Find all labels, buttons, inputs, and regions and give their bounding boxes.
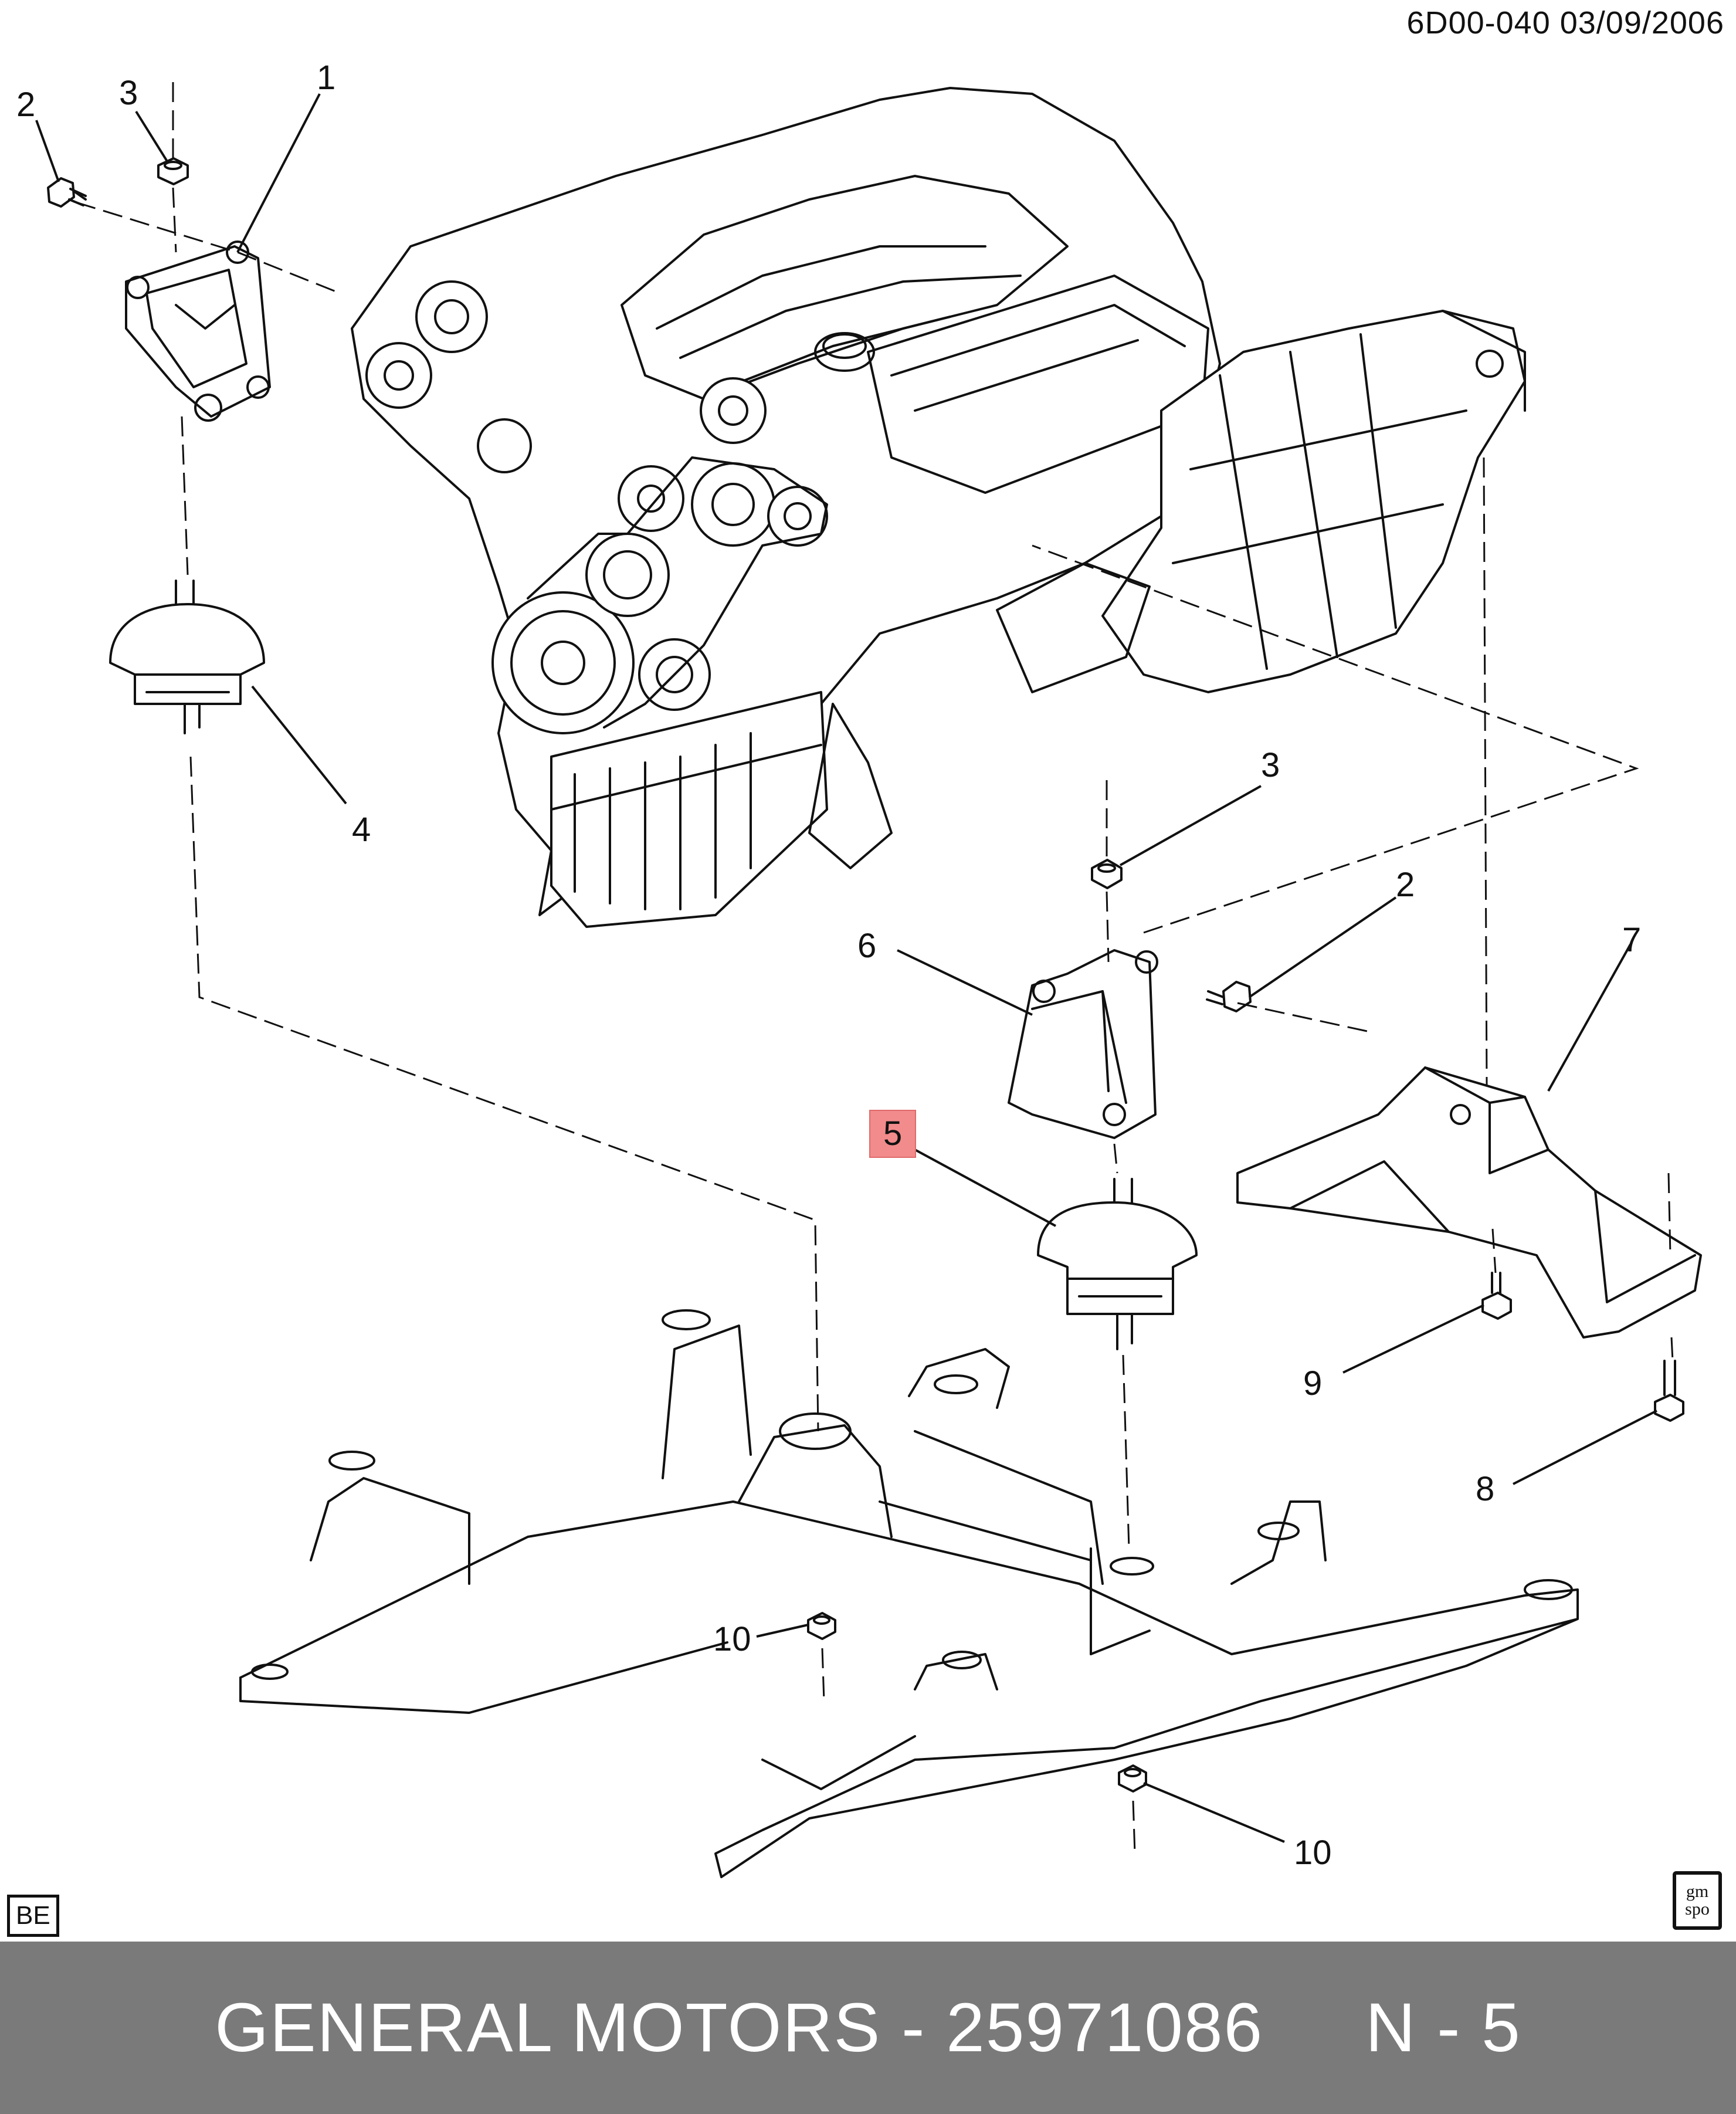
part-9-bolt — [1481, 1272, 1512, 1320]
callout-5-highlighted: 5 — [869, 1110, 917, 1158]
part-8-bolt — [1654, 1360, 1684, 1422]
engine-cradle-subframe — [239, 1309, 1579, 1878]
footer-part-number: 25971086 — [946, 1989, 1264, 2066]
part-10-nut-lower — [1118, 1764, 1147, 1793]
footer-brand: GENERAL MOTORS — [215, 1989, 881, 2066]
callout-4: 4 — [352, 811, 371, 849]
gm-spo-logo: gm spo — [1673, 1871, 1722, 1930]
part-1-mount-bracket-left — [125, 240, 271, 422]
callout-8: 8 — [1476, 1470, 1495, 1508]
logo-line-2: spo — [1685, 1899, 1710, 1919]
footer-bar: GENERAL MOTORS - 25971086 N - 5 — [0, 1942, 1736, 2114]
footer-separator: - — [881, 1989, 947, 2066]
callout-2-right: 2 — [1396, 866, 1415, 904]
part-2-bolt-right — [1206, 981, 1252, 1012]
part-7-transmission-mount — [1236, 1066, 1702, 1339]
footer-suffix: N - 5 — [1365, 1989, 1521, 2066]
be-badge: BE — [7, 1895, 59, 1937]
part-2-bolt-left — [47, 177, 87, 208]
part-5-engine-mount-right — [1037, 1178, 1198, 1350]
engine-assembly — [351, 87, 1526, 928]
callout-9: 9 — [1303, 1364, 1323, 1402]
assembly-dashed-lines — [76, 82, 1674, 1854]
callout-7: 7 — [1622, 921, 1642, 959]
part-4-engine-mount-left — [109, 580, 265, 734]
callout-2-left: 2 — [16, 86, 36, 124]
part-3-nut-right — [1091, 859, 1123, 889]
diagram-code-and-date: 6D00-040 03/09/2006 — [1406, 5, 1724, 40]
part-10-nut-upper — [807, 1612, 836, 1640]
part-3-nut-left — [157, 157, 189, 185]
exploded-parts-diagram — [35, 82, 1702, 1878]
callout-10-upper: 10 — [713, 1620, 751, 1658]
footer-gap — [1263, 1988, 1365, 2068]
logo-line-1: gm — [1686, 1882, 1709, 1901]
callout-10-lower: 10 — [1294, 1834, 1332, 1872]
callout-1: 1 — [317, 59, 336, 97]
callout-3-right: 3 — [1261, 746, 1280, 784]
part-6-mount-bracket-right — [1008, 949, 1158, 1139]
callout-6: 6 — [857, 927, 877, 965]
leader-lines — [35, 93, 1657, 1843]
callout-3-left: 3 — [119, 74, 138, 112]
